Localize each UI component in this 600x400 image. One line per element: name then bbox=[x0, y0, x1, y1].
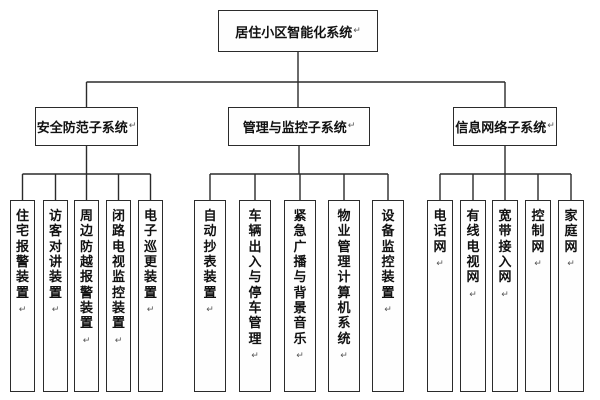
node-property-management-computer-system: 物业管理计算机系统 ↵ bbox=[328, 200, 360, 392]
node-residential-alarm-device: 住宅报警装置 ↵ bbox=[10, 200, 35, 392]
node-perimeter-intrusion-alarm-device: 周边防越报警装置 ↵ bbox=[74, 200, 99, 392]
node-cable-tv-network: 有线电视网 ↵ bbox=[460, 200, 486, 392]
node-label: 设备监控装置 bbox=[381, 209, 395, 301]
paragraph-mark-icon: ↵ bbox=[347, 121, 356, 131]
node-security-subsystem: 安全防范子系统↵ bbox=[35, 107, 138, 146]
paragraph-mark-icon: ↵ bbox=[114, 335, 123, 346]
node-label: 电子巡更装置 bbox=[144, 209, 158, 301]
node-label: 有线电视网 bbox=[466, 209, 480, 286]
node-label: 紧急广播与背景音乐 bbox=[293, 209, 307, 347]
node-label: 访客对讲装置 bbox=[49, 209, 63, 301]
paragraph-mark-icon: ↵ bbox=[340, 350, 348, 361]
paragraph-mark-icon: ↵ bbox=[469, 289, 477, 300]
node-electronic-patrol-device: 电子巡更装置 ↵ bbox=[138, 200, 163, 392]
node-label: 物业管理计算机系统 bbox=[337, 209, 351, 347]
paragraph-mark-icon: ↵ bbox=[146, 304, 155, 315]
tree-connectors bbox=[21, 52, 572, 200]
node-emergency-broadcast-background-music: 紧急广播与背景音乐 ↵ bbox=[284, 200, 316, 392]
node-label: 周边防越报警装置 bbox=[80, 209, 94, 332]
node-label: 控制网 bbox=[531, 209, 545, 255]
node-label: 居住小区智能化系统 bbox=[235, 25, 353, 41]
node-label: 自动抄表装置 bbox=[203, 209, 217, 301]
paragraph-mark-icon: ↵ bbox=[296, 350, 304, 361]
node-label: 电话网 bbox=[433, 209, 447, 255]
paragraph-mark-icon: ↵ bbox=[353, 25, 361, 36]
node-home-network: 家庭网 ↵ bbox=[558, 200, 584, 392]
node-label: 安全防范子系统 bbox=[36, 121, 128, 136]
node-label: 车辆出入与停车管理 bbox=[248, 209, 262, 347]
node-equipment-monitoring-device: 设备监控装置 ↵ bbox=[372, 200, 404, 392]
paragraph-mark-icon: ↵ bbox=[82, 335, 91, 346]
node-telephone-network: 电话网 ↵ bbox=[427, 200, 453, 392]
node-automatic-meter-reading-device: 自动抄表装置 ↵ bbox=[194, 200, 226, 392]
node-root-residential-intelligent-system: 居住小区智能化系统↵ bbox=[218, 10, 378, 52]
node-label: 家庭网 bbox=[564, 209, 578, 255]
node-management-monitoring-subsystem: 管理与监控子系统↵ bbox=[228, 107, 370, 146]
paragraph-mark-icon: ↵ bbox=[534, 258, 542, 269]
paragraph-mark-icon: ↵ bbox=[384, 304, 392, 315]
node-label: 信息网络子系统 bbox=[455, 121, 547, 136]
paragraph-mark-icon: ↵ bbox=[128, 121, 137, 131]
node-cctv-monitoring-device: 闭路电视监控装置 ↵ bbox=[106, 200, 131, 392]
paragraph-mark-icon: ↵ bbox=[51, 304, 60, 315]
node-label: 闭路电视监控装置 bbox=[112, 209, 126, 332]
paragraph-mark-icon: ↵ bbox=[547, 121, 555, 131]
node-label: 住宅报警装置 bbox=[16, 209, 30, 301]
node-broadband-access-network: 宽带接入网 ↵ bbox=[492, 200, 518, 392]
paragraph-mark-icon: ↵ bbox=[251, 350, 259, 361]
paragraph-mark-icon: ↵ bbox=[501, 289, 509, 300]
paragraph-mark-icon: ↵ bbox=[18, 304, 27, 315]
node-control-network: 控制网 ↵ bbox=[525, 200, 551, 392]
node-information-network-subsystem: 信息网络子系统↵ bbox=[453, 107, 557, 146]
paragraph-mark-icon: ↵ bbox=[206, 304, 214, 315]
node-label: 宽带接入网 bbox=[498, 209, 512, 286]
paragraph-mark-icon: ↵ bbox=[436, 258, 444, 269]
paragraph-mark-icon: ↵ bbox=[567, 258, 575, 269]
node-label: 管理与监控子系统 bbox=[242, 121, 347, 136]
node-visitor-intercom-device: 访客对讲装置 ↵ bbox=[43, 200, 68, 392]
node-vehicle-access-parking-management: 车辆出入与停车管理 ↵ bbox=[239, 200, 271, 392]
